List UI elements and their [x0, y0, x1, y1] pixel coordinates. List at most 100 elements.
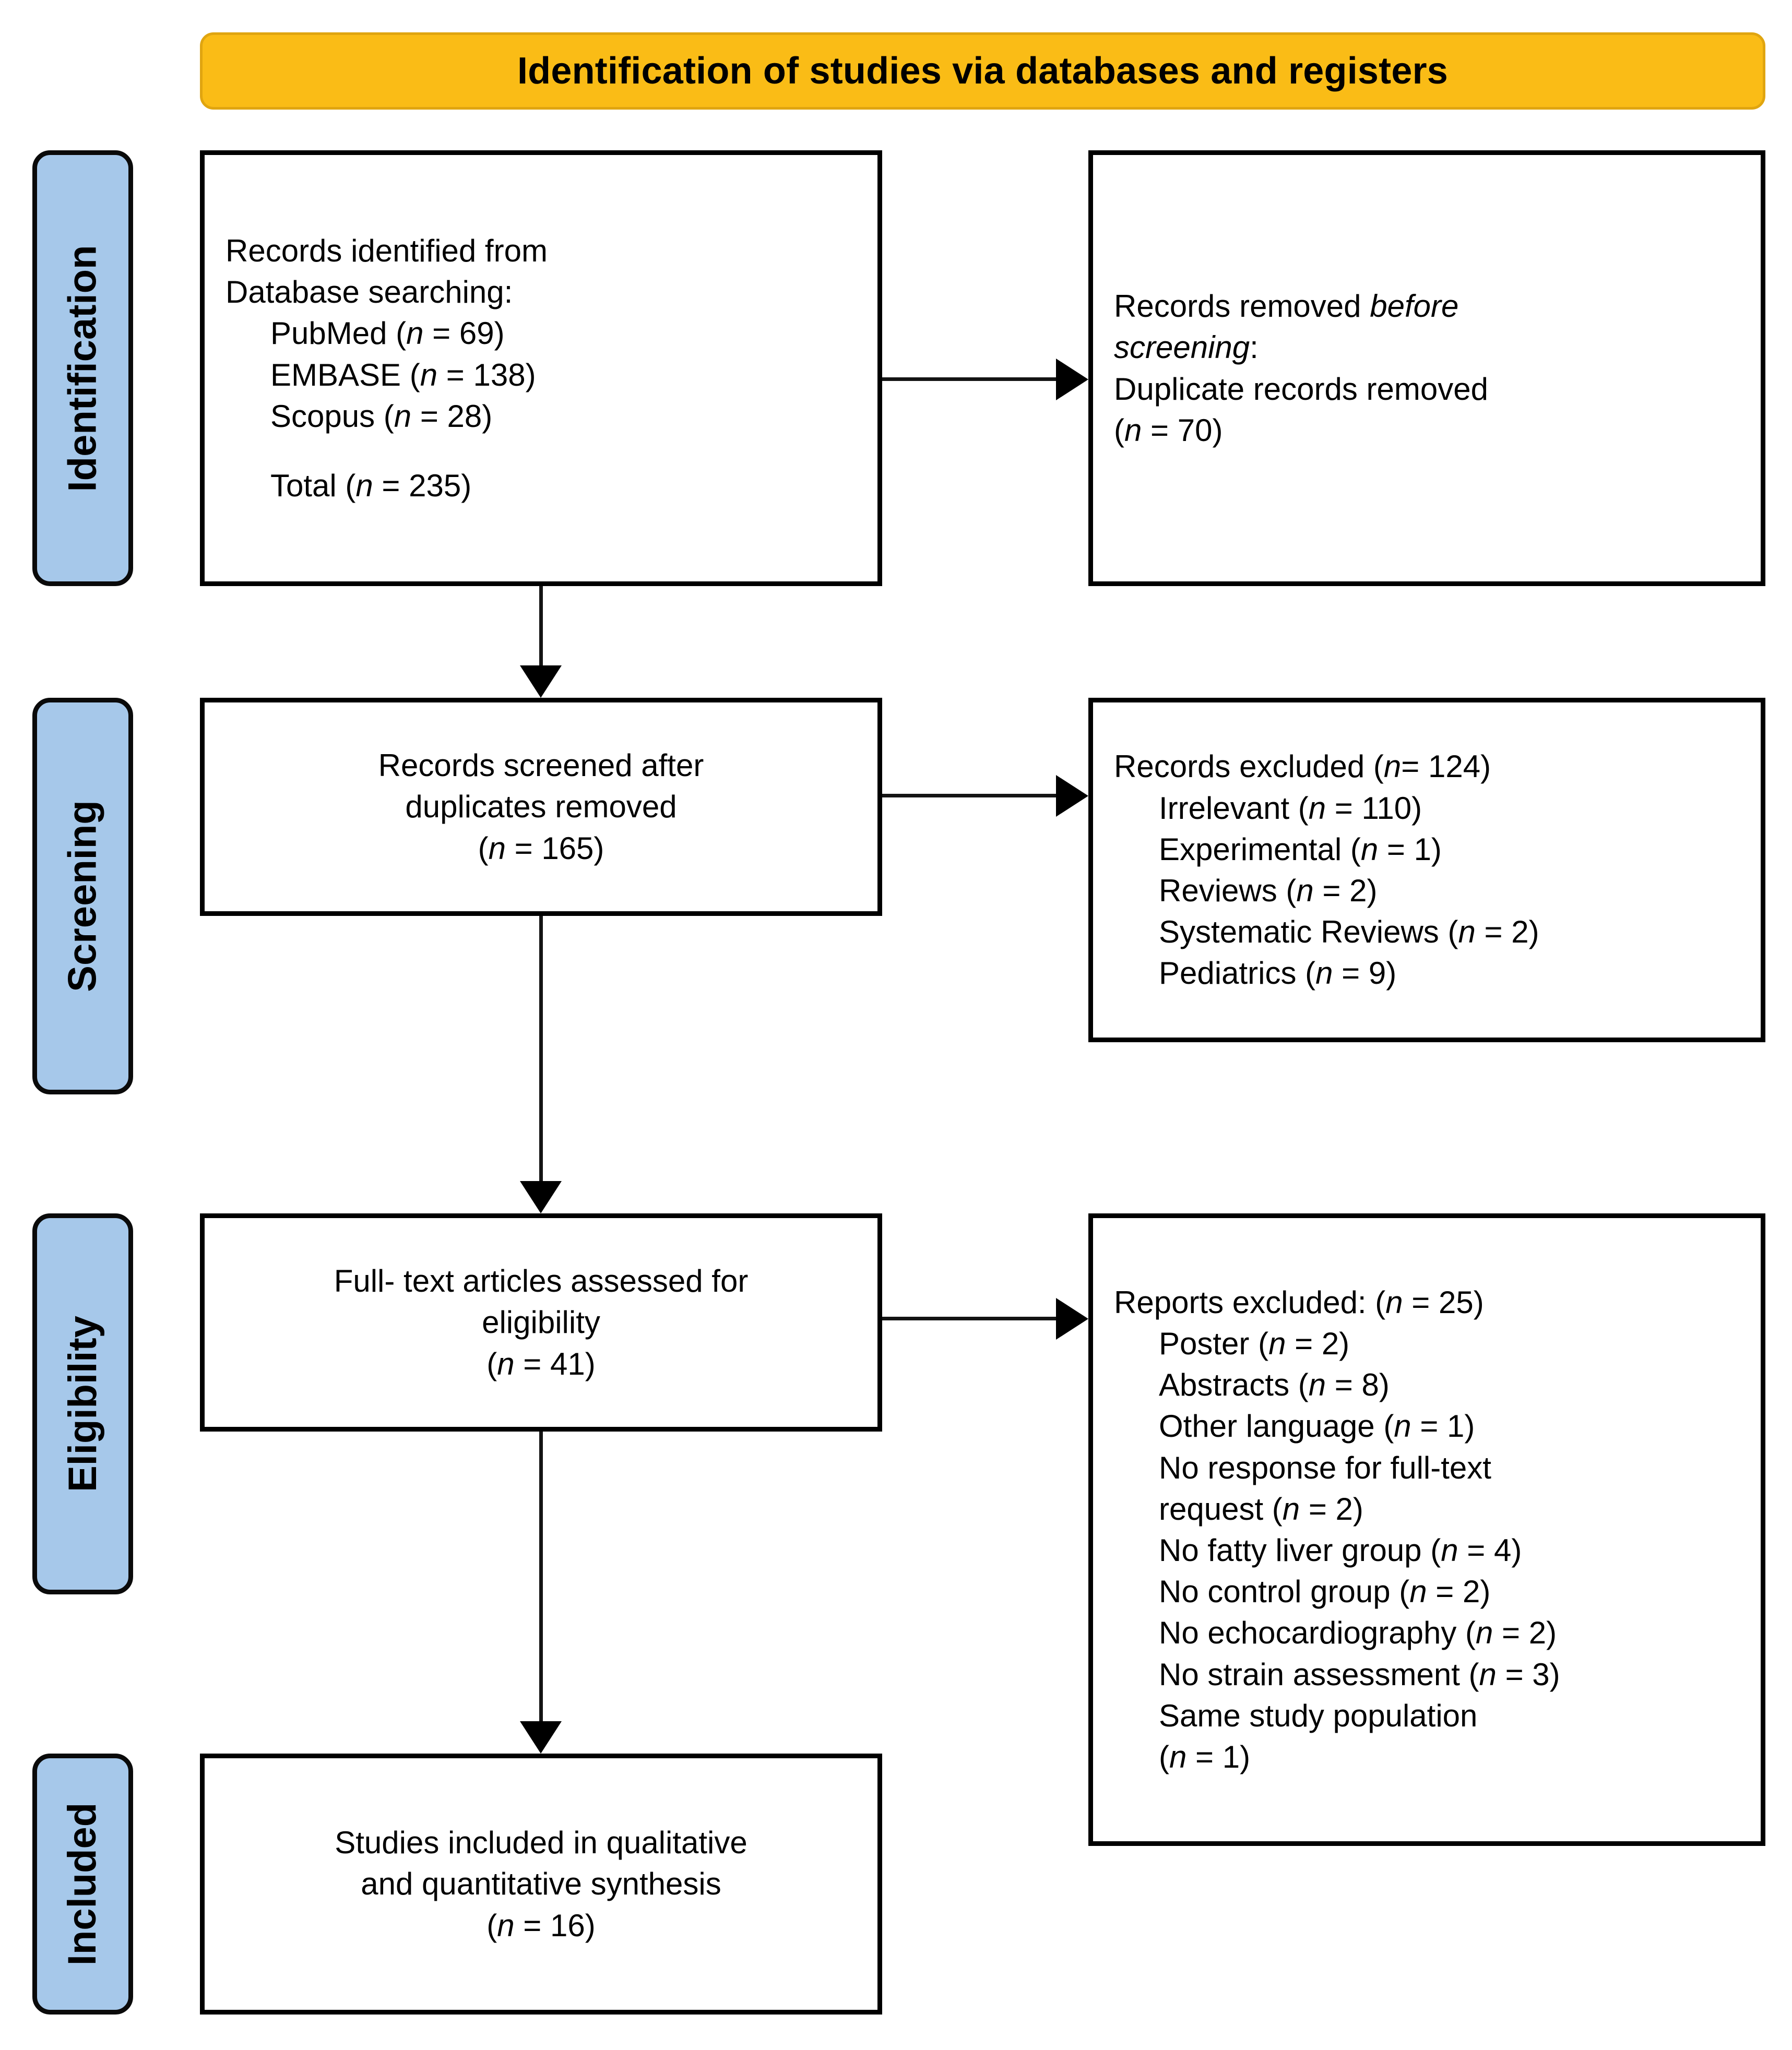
box-records-removed-before-screening: Records removed before screening: Duplic… [1088, 150, 1765, 586]
stage-tab-screening: Screening [32, 698, 133, 1094]
n-symbol: n [1124, 412, 1142, 448]
arrow-right-icon [1056, 1298, 1088, 1340]
text-fragment: = 2) [1286, 1326, 1350, 1362]
n-symbol: n [1409, 1574, 1427, 1610]
box-line-no-fatty-liver-group: No fatty liver group (n = 4) [1114, 1530, 1740, 1571]
box-line-count: (n = 70) [1114, 410, 1740, 451]
box-line: Studies included in qualitative [335, 1825, 747, 1861]
text-fragment: Records removed [1114, 289, 1370, 324]
box-line-pubmed: PubMed (n = 69) [226, 313, 857, 354]
text-fragment: : [1250, 330, 1259, 365]
text-fragment: = 2) [1493, 1615, 1557, 1651]
connector-fulltext-to-reports-excluded [882, 1317, 1056, 1320]
n-symbol: n [1458, 914, 1476, 950]
box-line: Records identified from [226, 233, 548, 268]
n-symbol: n [1360, 831, 1379, 867]
box-studies-included: Studies included in qualitative and quan… [200, 1754, 882, 2015]
box-line: duplicates removed [405, 789, 677, 825]
text-fragment: = 2) [1313, 873, 1378, 908]
emphasis-text: before [1370, 289, 1459, 324]
text-fragment: = 124) [1401, 749, 1491, 784]
text-fragment: No fatty liver group ( [1159, 1533, 1441, 1568]
text-fragment: request ( [1159, 1491, 1283, 1527]
text-fragment: No strain assessment ( [1159, 1656, 1479, 1692]
text-fragment: ( [486, 1346, 497, 1381]
arrow-down-icon [520, 665, 562, 698]
text-fragment: Poster ( [1159, 1326, 1269, 1362]
text-fragment: Systematic Reviews ( [1159, 914, 1458, 950]
box-records-screened: Records screened after duplicates remove… [200, 698, 882, 916]
text-fragment: = 28) [411, 398, 493, 434]
box-fulltext-assessed: Full- text articles assessed for eligibi… [200, 1213, 882, 1432]
text-fragment: ( [1159, 1739, 1169, 1774]
arrow-right-icon [1056, 359, 1088, 400]
connector-identified-to-removed [882, 377, 1056, 381]
box-line-no-control-group: No control group (n = 2) [1114, 1571, 1740, 1612]
n-symbol: n [1308, 790, 1326, 826]
text-fragment: = 1) [1186, 1739, 1251, 1774]
box-line-count: (n = 41) [226, 1343, 857, 1385]
box-line-pediatrics: Pediatrics (n = 9) [1114, 952, 1740, 994]
text-fragment: Reports excluded: ( [1114, 1284, 1386, 1320]
box-records-excluded: Records excluded (n= 124) Irrelevant (n … [1088, 698, 1765, 1042]
n-symbol: n [406, 316, 424, 351]
n-symbol: n [394, 398, 412, 434]
box-reports-excluded: Reports excluded: (n = 25) Poster (n = 2… [1088, 1213, 1765, 1846]
box-line: Full- text articles assessed for [334, 1264, 749, 1299]
box-line: and quantitative synthesis [361, 1866, 721, 1902]
n-symbol: n [1315, 956, 1333, 991]
stage-tab-included: Included [32, 1754, 133, 2015]
text-fragment: = 9) [1333, 956, 1397, 991]
connector-screened-to-excluded [882, 794, 1056, 797]
box-line-same-study-population: Same study population [1159, 1698, 1478, 1733]
text-fragment: No control group ( [1159, 1574, 1410, 1610]
box-line-irrelevant: Irrelevant (n = 110) [1114, 788, 1740, 829]
n-symbol: n [1383, 749, 1402, 784]
text-fragment: Other language ( [1159, 1409, 1394, 1444]
text-fragment: ( [1114, 412, 1124, 448]
diagram-header-banner: Identification of studies via databases … [200, 32, 1765, 110]
box-line-no-echocardiography: No echocardiography (n = 2) [1114, 1612, 1740, 1653]
text-fragment: EMBASE ( [270, 357, 420, 392]
box-line-same-study-population-count: (n = 1) [1114, 1736, 1740, 1778]
text-fragment: = 165) [505, 830, 604, 866]
text-fragment: Reviews ( [1159, 873, 1297, 908]
text-fragment: = 41) [514, 1346, 596, 1381]
text-fragment: = 2) [1427, 1574, 1491, 1610]
text-fragment: = 3) [1496, 1656, 1560, 1692]
arrow-down-icon [520, 1721, 562, 1754]
connector-fulltext-to-included [539, 1432, 543, 1721]
text-fragment: = 70) [1142, 412, 1223, 448]
emphasis-text: screening [1114, 330, 1250, 365]
box-line-total: Total (n = 235) [226, 465, 857, 506]
box-line-count: Reports excluded: (n = 25) [1114, 1282, 1740, 1323]
n-symbol: n [1308, 1367, 1326, 1403]
text-fragment: ( [486, 1908, 497, 1943]
stage-tab-label: Eligibility [60, 1316, 105, 1492]
box-line: Duplicate records removed [1114, 371, 1488, 407]
box-line: Records screened after [378, 748, 704, 783]
n-symbol: n [1268, 1326, 1286, 1362]
text-fragment: = 138) [437, 357, 536, 392]
box-line-spacer [226, 437, 857, 465]
stage-tab-label: Screening [60, 800, 105, 992]
text-fragment: Total ( [270, 468, 356, 503]
text-fragment: = 1) [1411, 1409, 1475, 1444]
n-symbol: n [1296, 873, 1314, 908]
arrow-down-icon [520, 1181, 562, 1213]
n-symbol: n [420, 357, 438, 392]
box-line-abstracts: Abstracts (n = 8) [1114, 1364, 1740, 1405]
text-fragment: ( [478, 830, 489, 866]
text-fragment: = 2) [1300, 1491, 1363, 1527]
stage-tab-label: Included [60, 1802, 105, 1966]
connector-screened-to-fulltext [539, 916, 543, 1181]
n-symbol: n [1441, 1533, 1458, 1568]
text-fragment: = 25) [1403, 1284, 1484, 1320]
text-fragment: = 69) [423, 316, 505, 351]
text-fragment: No echocardiography ( [1159, 1615, 1476, 1651]
box-line-scopus: Scopus (n = 28) [226, 396, 857, 437]
n-symbol: n [1282, 1491, 1300, 1527]
text-fragment: Scopus ( [270, 398, 394, 434]
text-fragment: = 4) [1458, 1533, 1522, 1568]
